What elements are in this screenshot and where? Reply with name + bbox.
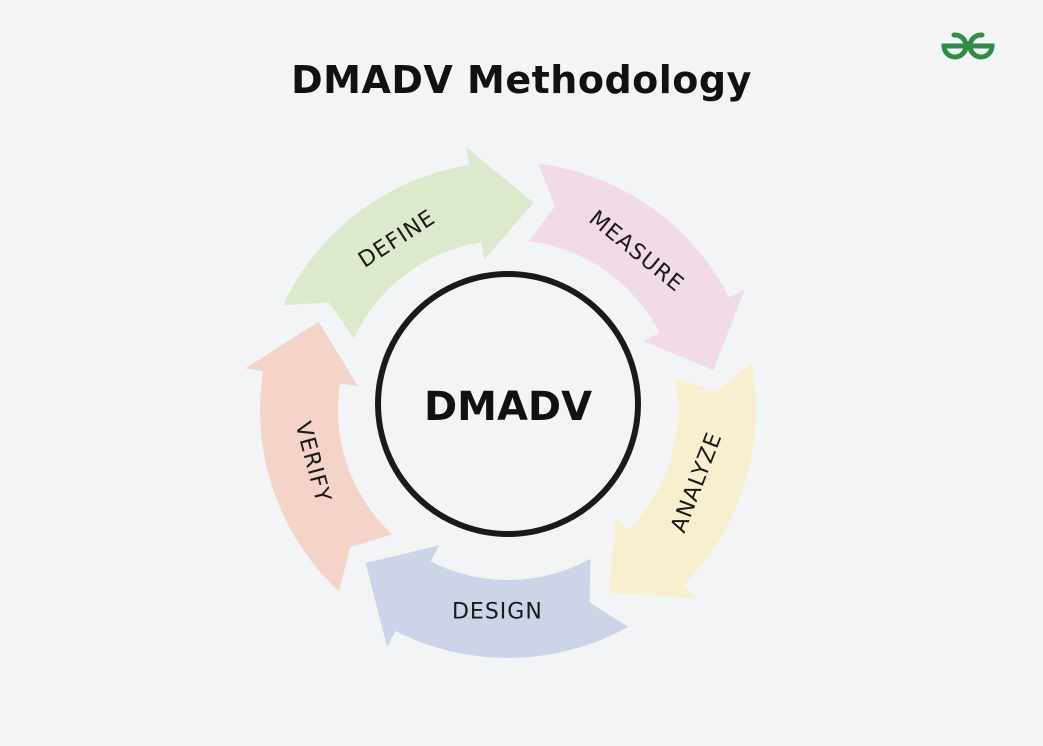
center-label: DMADV	[424, 384, 592, 430]
logo-left-arc	[941, 32, 969, 60]
logo-right-arc	[967, 32, 995, 60]
cycle-arrows	[245, 147, 756, 659]
phase-arrow-analyze	[609, 362, 756, 599]
phase-label-design: DESIGN	[452, 600, 543, 625]
phase-arrow-verify	[245, 321, 393, 592]
geeksforgeeks-logo-icon	[941, 32, 995, 60]
phase-arrow-measure	[528, 163, 745, 371]
phase-arrow-design	[365, 545, 629, 659]
center-circle	[375, 271, 641, 537]
page-title: DMADV Methodology	[291, 58, 752, 102]
phase-arrow-define	[283, 147, 534, 339]
